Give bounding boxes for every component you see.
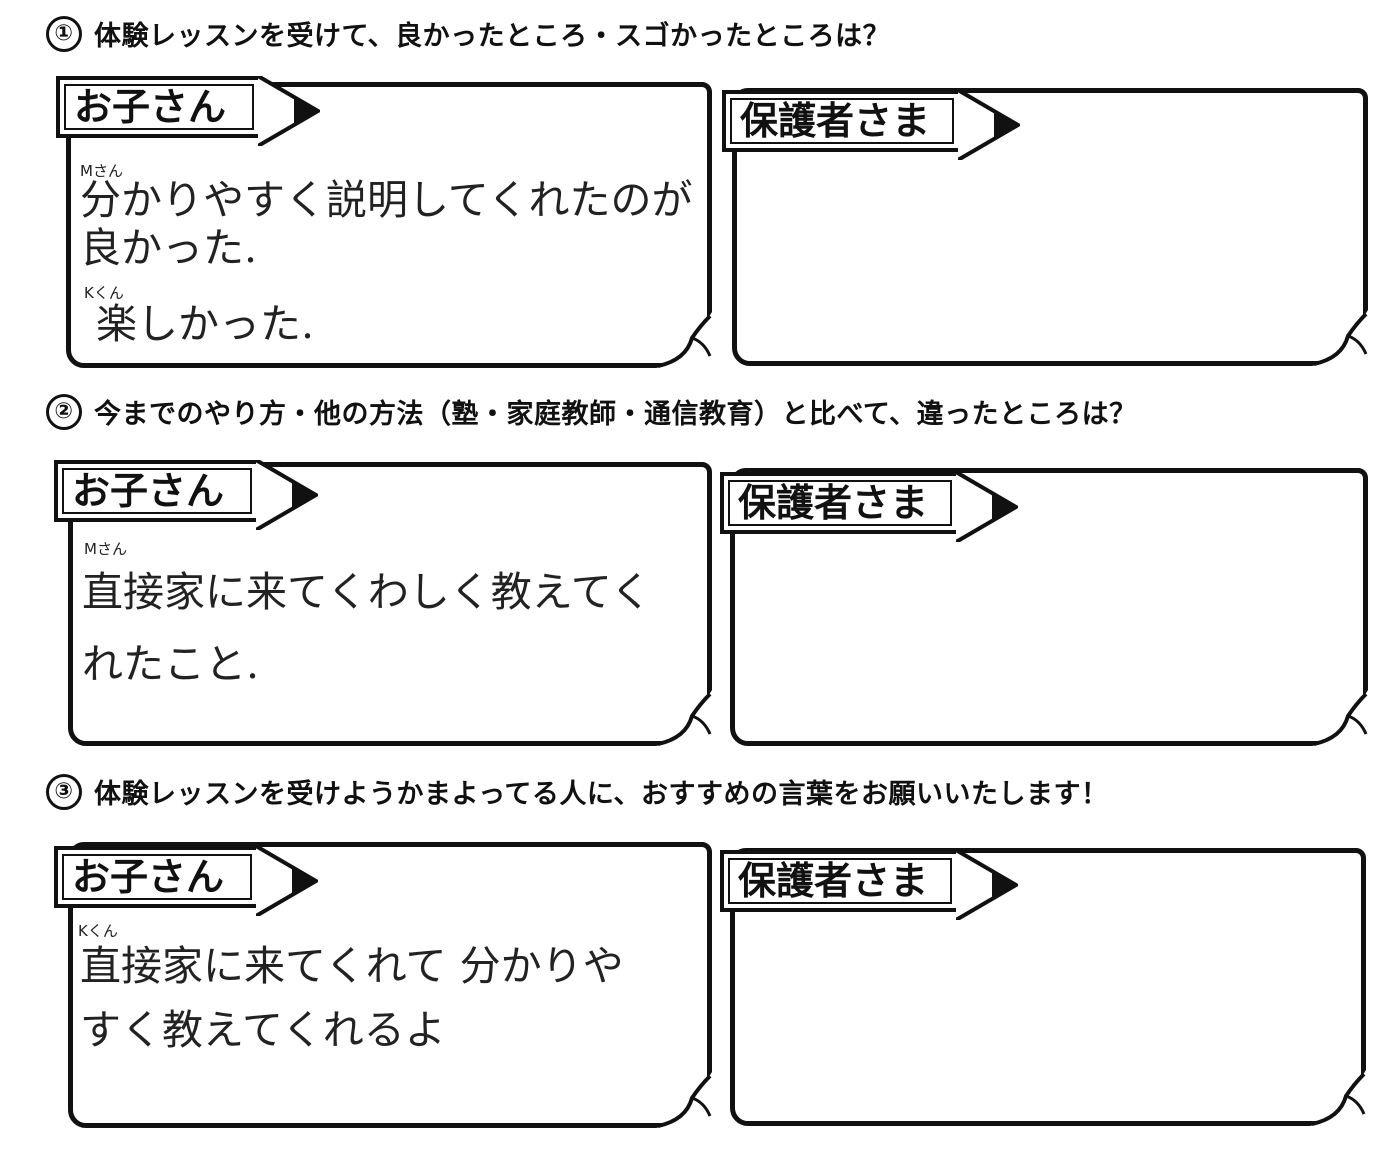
child-label-tag-1: お子さん bbox=[56, 76, 320, 146]
answer-line: 楽しかった. bbox=[96, 300, 315, 348]
question-text: 体験レッスンを受けて、良かったところ・スゴかったところは？ bbox=[94, 21, 891, 52]
pencil-tip-icon bbox=[258, 76, 320, 146]
question-text: 体験レッスンを受けようかまよってる人に、おすすめの言葉をお願いいたします！ bbox=[94, 779, 1109, 810]
answer-line: すく教えてくれるよ bbox=[80, 1006, 446, 1054]
question-1-heading: ① 体験レッスンを受けて、良かったところ・スゴかったところは？ bbox=[46, 14, 890, 53]
speaker-label: Kくん bbox=[78, 922, 118, 940]
child-answer-1a: 分かりやすく説明してくれたのが 良かった. bbox=[80, 176, 693, 272]
answer-line: 分かりやすく説明してくれたのが bbox=[80, 176, 693, 224]
page-curl-icon bbox=[656, 690, 712, 746]
child-answer-1b: 楽しかった. bbox=[96, 300, 314, 348]
parent-label-tag-3: 保護者さま bbox=[720, 850, 1018, 920]
child-label: お子さん bbox=[74, 85, 227, 129]
speaker-label: Mさん bbox=[80, 162, 123, 180]
child-label: お子さん bbox=[72, 469, 225, 513]
page-curl-icon bbox=[656, 312, 712, 368]
page-curl-icon bbox=[656, 1072, 712, 1128]
speaker-label: Kくん bbox=[84, 284, 124, 302]
answer-line: 良かった. bbox=[80, 224, 258, 272]
pencil-tip-icon bbox=[256, 846, 318, 916]
question-number: ① bbox=[46, 15, 82, 52]
parent-label: 保護者さま bbox=[738, 481, 929, 525]
question-text: 今までのやり方・他の方法（塾・家庭教師・通信教育）と比べて、違ったところは？ bbox=[94, 399, 1137, 430]
question-number: ② bbox=[46, 393, 82, 430]
parent-label-tag-1: 保護者さま bbox=[722, 90, 1020, 160]
question-number: ③ bbox=[46, 773, 82, 810]
page-curl-icon bbox=[1310, 1070, 1366, 1126]
pencil-tip-icon bbox=[956, 850, 1018, 920]
question-2-heading: ② 今までのやり方・他の方法（塾・家庭教師・通信教育）と比べて、違ったところは？ bbox=[46, 392, 1137, 431]
pencil-tip-icon bbox=[256, 460, 318, 530]
parent-label: 保護者さま bbox=[740, 99, 931, 143]
question-3-heading: ③ 体験レッスンを受けようかまよってる人に、おすすめの言葉をお願いいたします！ bbox=[46, 772, 1109, 811]
child-answer-3a: 直接家に来てくれて 分かりや すく教えてくれるよ bbox=[80, 934, 624, 1062]
parent-label: 保護者さま bbox=[738, 859, 929, 903]
answer-line: 直接家に来てくわしく教えてく bbox=[82, 568, 652, 616]
child-label: お子さん bbox=[72, 855, 225, 899]
page-curl-icon bbox=[1312, 690, 1368, 746]
child-label-tag-3: お子さん bbox=[54, 846, 318, 916]
child-label-tag-2: お子さん bbox=[54, 460, 318, 530]
answer-line: れたこと. bbox=[82, 640, 260, 688]
answer-line: 直接家に来てくれて 分かりや bbox=[80, 942, 624, 990]
pencil-tip-icon bbox=[956, 472, 1018, 542]
parent-label-tag-2: 保護者さま bbox=[720, 472, 1018, 542]
speaker-label: Mさん bbox=[84, 540, 127, 558]
child-answer-2a: 直接家に来てくわしく教えてく れたこと. bbox=[82, 556, 652, 700]
page-curl-icon bbox=[1312, 310, 1368, 366]
pencil-tip-icon bbox=[958, 90, 1020, 160]
